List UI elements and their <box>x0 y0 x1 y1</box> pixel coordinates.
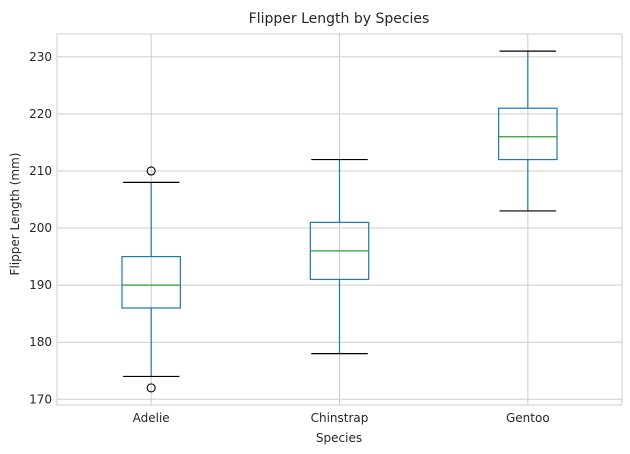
y-tick-label: 230 <box>29 50 52 64</box>
x-axis-ticks: Adelie Chinstrap Gentoo <box>133 411 550 425</box>
box-adelie <box>121 166 181 393</box>
x-tick-label: Adelie <box>133 411 170 425</box>
y-tick-label: 170 <box>29 392 52 406</box>
plot-area-frame <box>56 33 623 406</box>
chart-title: Flipper Length by Species <box>249 11 430 27</box>
y-tick-label: 220 <box>29 107 52 121</box>
box-iqr <box>498 107 558 161</box>
y-tick-label: 180 <box>29 335 52 349</box>
box-series <box>121 50 558 393</box>
y-tick-label: 210 <box>29 164 52 178</box>
x-tick-label: Chinstrap <box>311 411 369 425</box>
outlier-point <box>146 383 156 393</box>
box-gentoo <box>498 50 558 212</box>
box-chinstrap <box>309 158 370 355</box>
y-tick-label: 200 <box>29 221 52 235</box>
y-tick-label: 190 <box>29 278 52 292</box>
x-tick-label: Gentoo <box>506 411 550 425</box>
y-axis-ticks: 170 180 190 200 210 220 230 <box>29 50 52 406</box>
y-axis-label: Flipper Length (mm) <box>8 153 22 276</box>
outlier-point <box>146 166 156 176</box>
x-axis-label: Species <box>316 431 362 445</box>
box-iqr <box>121 256 181 309</box>
